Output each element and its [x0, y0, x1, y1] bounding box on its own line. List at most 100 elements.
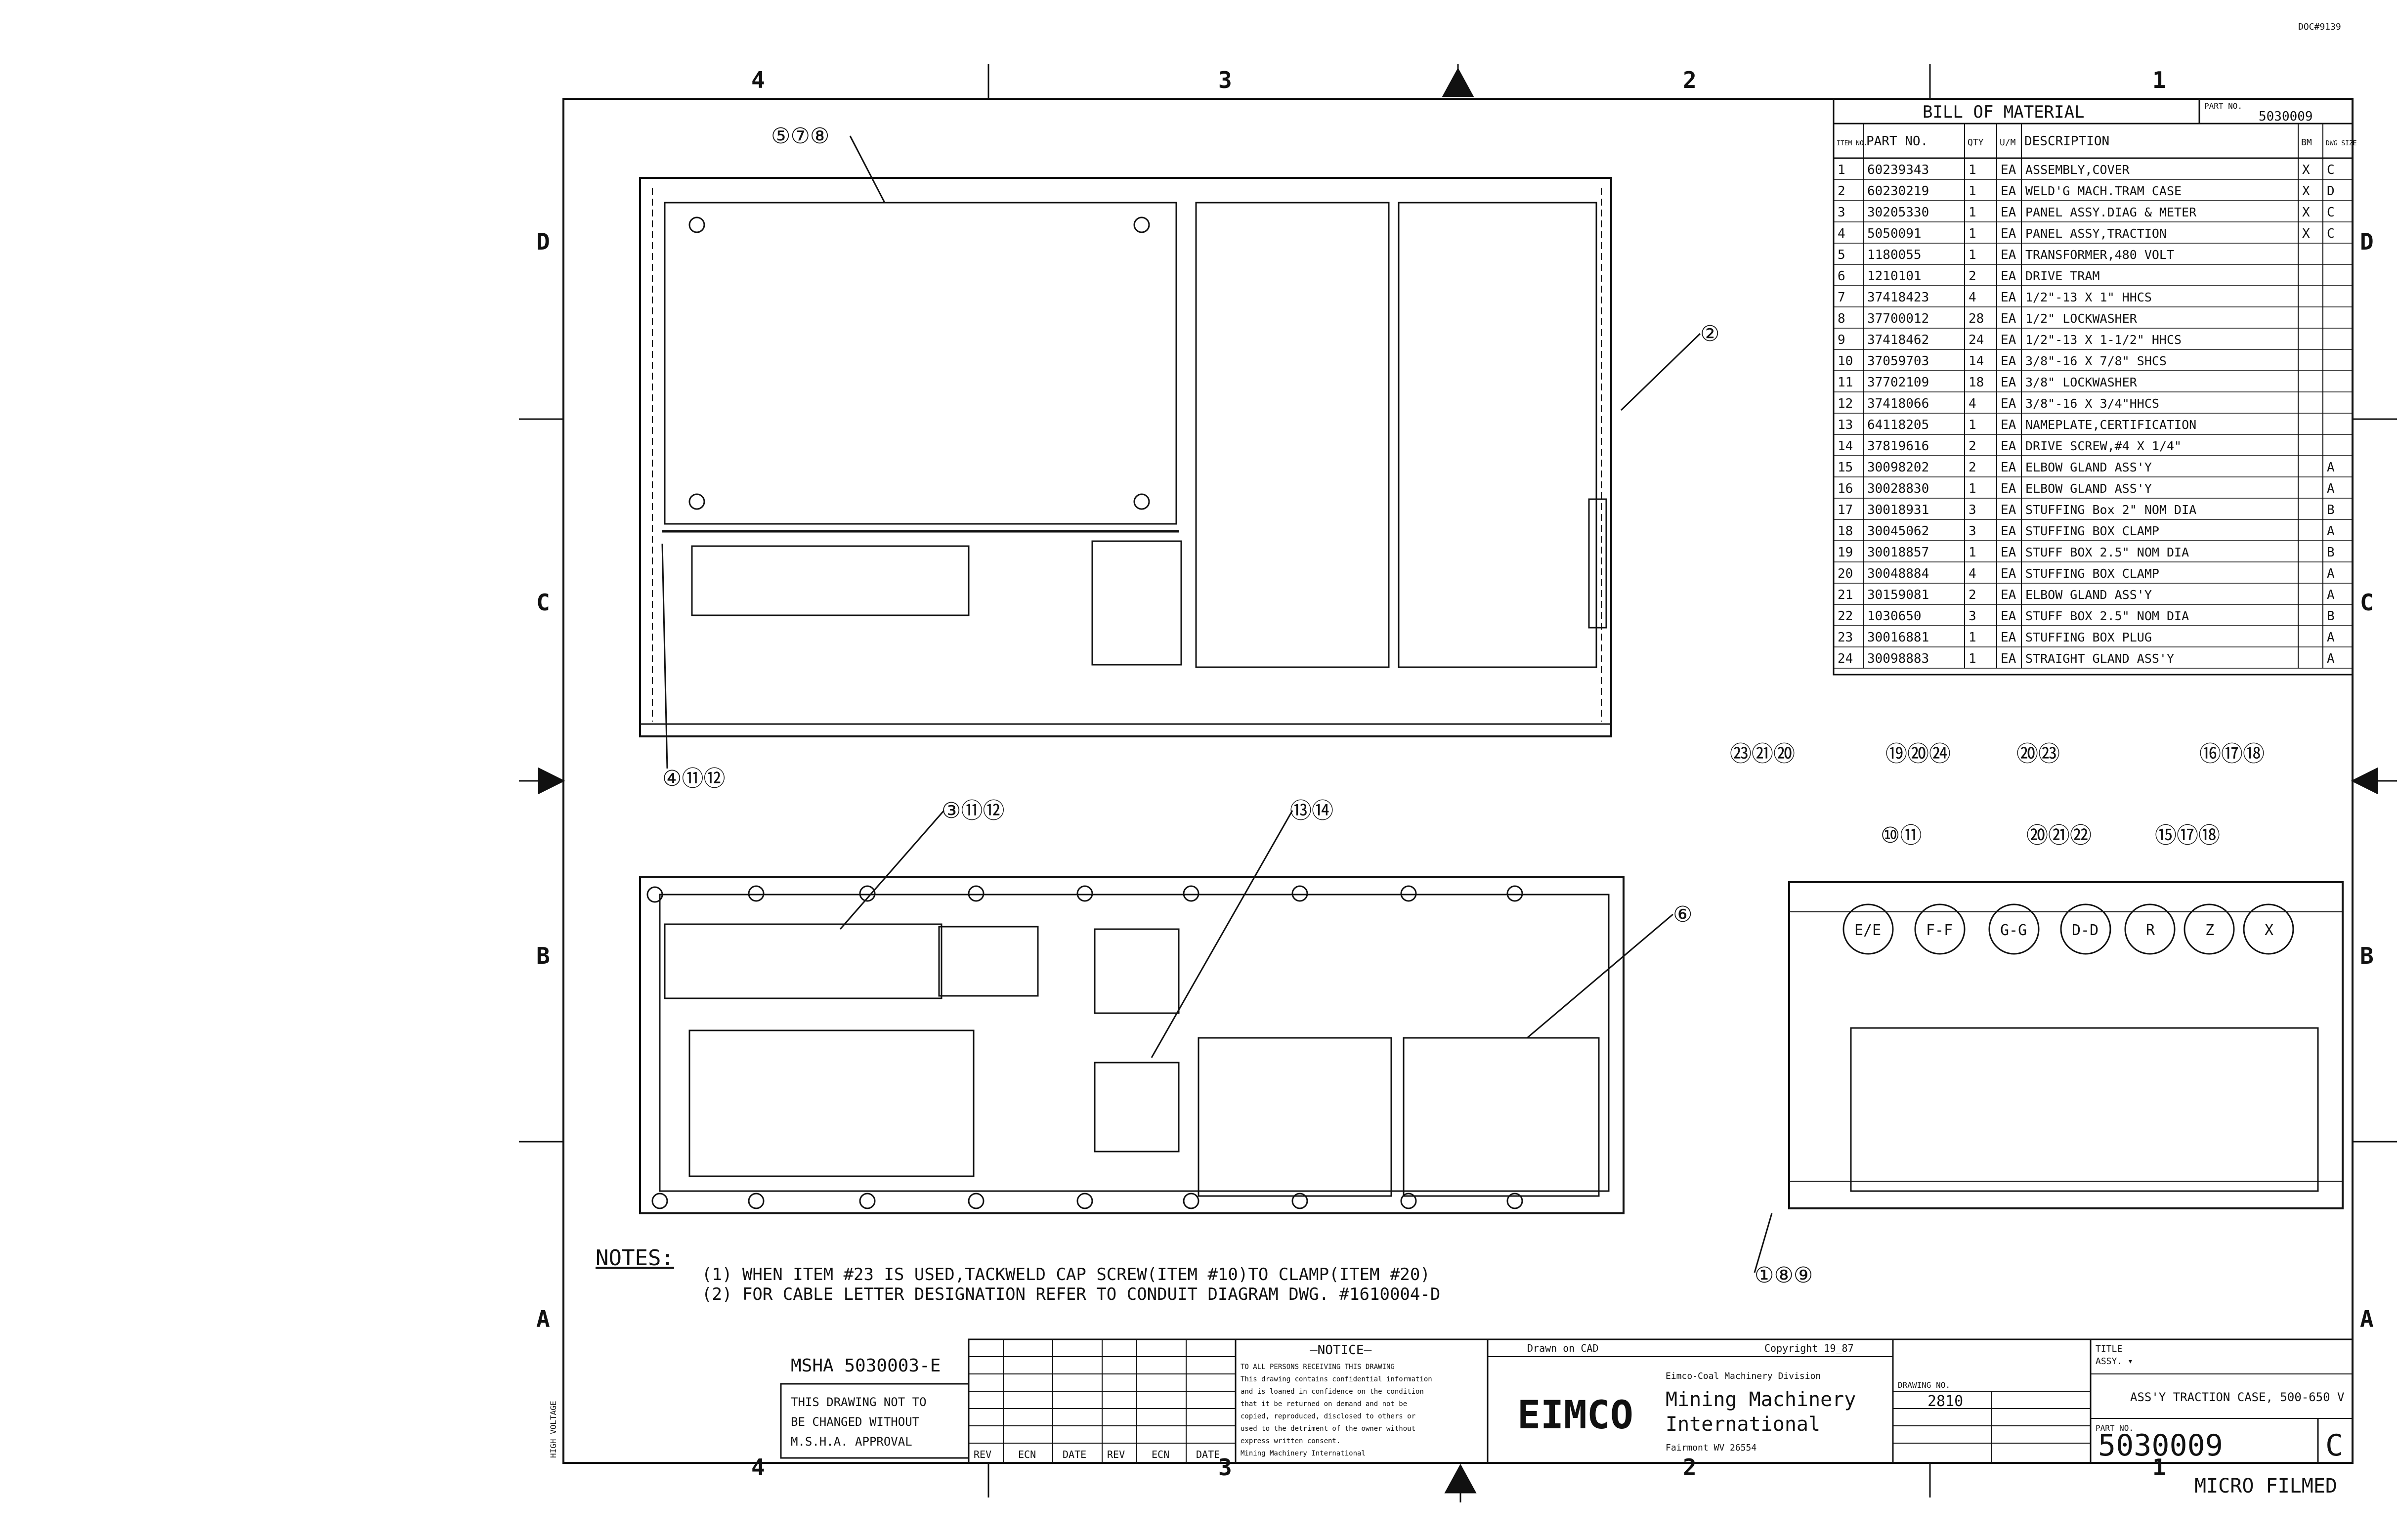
bom-cell-19-2: 1	[1969, 545, 1976, 560]
bom-cell-2-6: D	[2327, 184, 2335, 199]
bom-cell-23-4: STUFFING BOX PLUG	[2025, 630, 2152, 644]
center-arrow-right	[2351, 767, 2397, 795]
bom-cell-3-2: 1	[1969, 205, 1976, 220]
notice-line-7: express written consent.	[1241, 1437, 1340, 1445]
bom-cell-21-0: 21	[1838, 588, 1853, 602]
bom-cell-1-3: EA	[2001, 163, 2016, 177]
msha-number: MSHA 5030003-E	[791, 1356, 941, 1376]
zone-row-c-right: C	[2360, 589, 2374, 616]
bom-cell-9-0: 9	[1838, 333, 1845, 347]
bom-cell-18-6: A	[2327, 524, 2335, 539]
center-arrow-bottom	[1444, 1463, 1477, 1502]
conduit-dd-fitting	[2060, 903, 2111, 955]
bom-cell-14-4: DRIVE SCREW,#4 X 1/4"	[2025, 439, 2182, 453]
bom-part-no-value: 5030009	[2259, 109, 2313, 124]
bom-cell-20-3: EA	[2001, 566, 2016, 581]
conduit-fittings: E/E F-F G-G D-D R Z X	[1842, 903, 2294, 955]
bom-cell-23-3: EA	[2001, 630, 2016, 645]
conduit-ee-fitting	[1842, 903, 1894, 955]
division-name: Eimco-Coal Machinery Division	[1666, 1371, 1821, 1381]
bom-cell-1-0: 1	[1838, 163, 1845, 177]
part-no-label: PART NO.	[2096, 1423, 2134, 1433]
bom-cell-19-0: 19	[1838, 545, 1853, 560]
bom-cell-7-0: 7	[1838, 290, 1845, 305]
bom-cell-18-4: STUFFING BOX CLAMP	[2025, 524, 2159, 538]
bom-cell-20-0: 20	[1838, 566, 1853, 581]
bom-cell-8-2: 28	[1969, 311, 1984, 326]
bom-cell-6-4: DRIVE TRAM	[2025, 269, 2100, 283]
bom-cell-8-4: 1/2" LOCKWASHER	[2025, 311, 2138, 326]
bom-cell-2-2: 1	[1969, 184, 1976, 199]
zone-col-2-bottom: 2	[1683, 1454, 1697, 1481]
bom-cell-17-6: B	[2327, 503, 2335, 517]
bom-cell-12-3: EA	[2001, 396, 2016, 411]
corner-code: DOC#9139	[2298, 22, 2341, 32]
bom-cell-9-3: EA	[2001, 333, 2016, 347]
drawing-revision: C	[2325, 1428, 2343, 1463]
bom-cell-15-4: ELBOW GLAND ASS'Y	[2025, 460, 2152, 474]
bom-cell-2-3: EA	[2001, 184, 2016, 199]
bom-cell-11-4: 3/8" LOCKWASHER	[2025, 375, 2138, 389]
bom-cell-14-1: 37819616	[1867, 439, 1929, 454]
conduit-label-r: R	[2146, 922, 2155, 939]
notice-line-4: that it be returned on demand and not be	[1241, 1400, 1407, 1408]
bom-cell-23-0: 23	[1838, 630, 1853, 645]
conduit-label-gg: G-G	[2000, 922, 2027, 939]
bom-cell-2-5: X	[2302, 184, 2310, 199]
bom-cell-17-1: 30018931	[1867, 503, 1929, 517]
bom-cell-3-1: 30205330	[1867, 205, 1929, 220]
bom-cell-19-1: 30018857	[1867, 545, 1929, 560]
msha-note-2: BE CHANGED WITHOUT	[791, 1415, 919, 1429]
bom-cell-10-3: EA	[2001, 354, 2016, 369]
zone-col-1-bottom: 1	[2152, 1454, 2166, 1481]
bom-cell-3-5: X	[2302, 205, 2310, 220]
bom-cell-19-6: B	[2327, 545, 2335, 560]
bom-cell-9-2: 24	[1969, 333, 1984, 347]
conduit-label-dd: D-D	[2072, 922, 2098, 939]
callout-19-20-24: ⑲⑳㉔	[1885, 741, 1951, 767]
bom-cell-20-4: STUFFING BOX CLAMP	[2025, 566, 2159, 581]
rev-header-5: ECN	[1152, 1449, 1169, 1460]
bom-cell-12-0: 12	[1838, 396, 1853, 411]
zone-markers: 4 3 2 1 4 3 2 1 D C B A D C B A	[536, 67, 2374, 1481]
bom-cell-13-3: EA	[2001, 418, 2016, 432]
bom-cell-24-1: 30098883	[1867, 651, 1929, 666]
center-arrow-left	[519, 767, 565, 795]
bom-cell-15-0: 15	[1838, 460, 1853, 475]
zone-row-d-right: D	[2360, 228, 2374, 255]
bom-cell-5-0: 5	[1838, 248, 1845, 262]
callout-23-21-20: ㉓㉑⑳	[1730, 741, 1795, 767]
bom-cell-17-0: 17	[1838, 503, 1853, 517]
zone-row-b-left: B	[536, 942, 550, 969]
callout-6: ⑥	[1673, 902, 1692, 927]
bom-cell-15-2: 2	[1969, 460, 1976, 475]
bom-cell-13-4: NAMEPLATE,CERTIFICATION	[2025, 418, 2196, 432]
bom-cell-19-3: EA	[2001, 545, 2016, 560]
bom-cell-18-3: EA	[2001, 524, 2016, 539]
bom-cell-4-4: PANEL ASSY,TRACTION	[2025, 226, 2167, 241]
callout-20-21-22: ⑳㉑㉒	[2026, 823, 2092, 848]
bom-cell-6-1: 1210101	[1867, 269, 1922, 284]
bom-cell-22-1: 1030650	[1867, 609, 1922, 624]
bom-cell-14-2: 2	[1969, 439, 1976, 454]
bom-cell-18-0: 18	[1838, 524, 1853, 539]
bom-cell-22-0: 22	[1838, 609, 1853, 624]
bom-cell-23-1: 30016881	[1867, 630, 1929, 645]
bom-cell-17-3: EA	[2001, 503, 2016, 517]
bom-cell-13-2: 1	[1969, 418, 1976, 432]
company-logo: EIMCO	[1517, 1393, 1633, 1438]
bom-part-no-label: PART NO.	[2204, 101, 2242, 111]
bom-cell-12-2: 4	[1969, 396, 1976, 411]
bom-cell-1-1: 60239343	[1867, 163, 1929, 177]
bom-cell-18-1: 30045062	[1867, 524, 1929, 539]
bom-header-2: QTY	[1968, 137, 1984, 148]
rev-header-6: DATE	[1196, 1449, 1220, 1460]
bom-cell-9-1: 37418462	[1867, 333, 1929, 347]
callout-5-7-8: ⑤⑦⑧	[771, 124, 829, 149]
bom-cell-21-1: 30159081	[1867, 588, 1929, 602]
center-arrow-top	[1442, 64, 1474, 97]
bom-cell-10-1: 37059703	[1867, 354, 1929, 369]
title-block: MSHA 5030003-E THIS DRAWING NOT TO BE CH…	[780, 1338, 2354, 1464]
